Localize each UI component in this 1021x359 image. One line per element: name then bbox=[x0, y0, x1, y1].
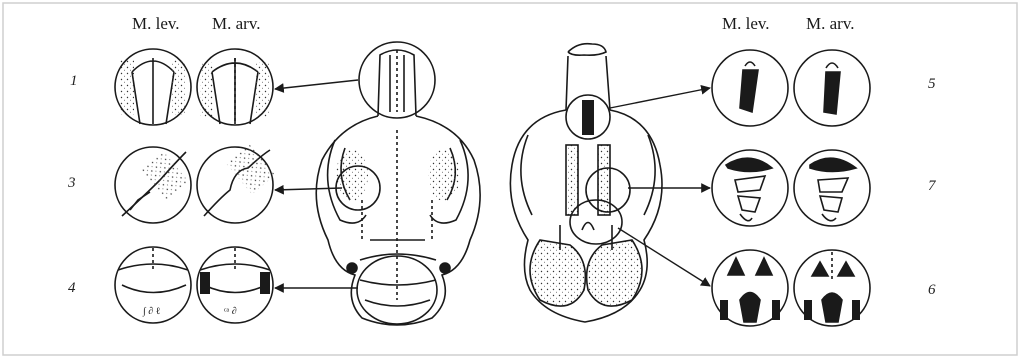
ventral-skull-outline bbox=[510, 110, 662, 322]
arrow-r1 bbox=[275, 80, 358, 89]
svg-text:∫ ∂ ℓ: ∫ ∂ ℓ bbox=[142, 306, 160, 317]
column-label-left-lev: M. lev. bbox=[132, 14, 180, 34]
row-number-1: 1 bbox=[70, 73, 78, 90]
detail-circles-right bbox=[712, 50, 870, 326]
column-label-left-arv: M. arv. bbox=[212, 14, 260, 34]
ventral-skull bbox=[510, 44, 662, 322]
column-label-right-lev: M. lev. bbox=[722, 14, 770, 34]
row-number-6: 6 bbox=[928, 282, 936, 299]
row-number-5: 5 bbox=[928, 76, 936, 93]
row-number-4: 4 bbox=[68, 280, 76, 297]
row-number-7: 7 bbox=[928, 178, 936, 195]
svg-text:ᶜᵃ ∂: ᶜᵃ ∂ bbox=[224, 306, 237, 317]
arrow-r3 bbox=[275, 188, 342, 190]
arrow-r5 bbox=[610, 88, 710, 108]
dorsal-skull bbox=[316, 42, 480, 325]
column-label-right-arv: M. arv. bbox=[806, 14, 854, 34]
incisors-tip bbox=[568, 44, 606, 56]
row-number-3: 3 bbox=[68, 175, 76, 192]
detail-circles-left: ∫ ∂ ℓ ᶜᵃ ∂ bbox=[115, 49, 275, 323]
